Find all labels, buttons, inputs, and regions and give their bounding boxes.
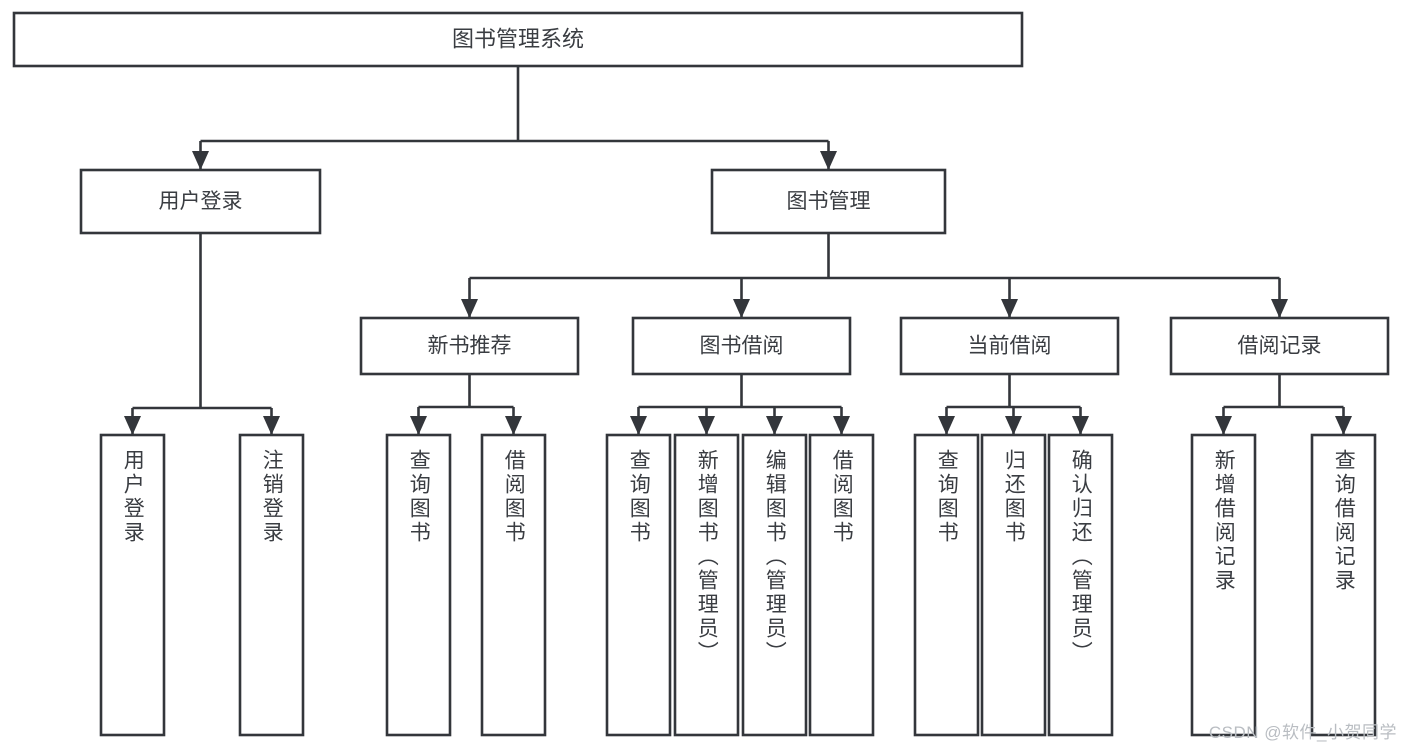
conn-l3-1-2-arrow-1 (1005, 416, 1022, 435)
node-box-用户登录-l2-0[interactable] (79, 168, 322, 235)
conn-l3-1-1-arrow-3 (833, 416, 850, 435)
node-box-layer (12, 11, 1390, 737)
node-label-用户登录-l2-0: 用户登录 (159, 190, 243, 213)
node-box-借阅图书-leaf-1-0-1[interactable] (480, 433, 547, 737)
node-box-图书管理-l2-1[interactable] (710, 168, 947, 235)
node-label-当前借阅-l3-1-2: 当前借阅 (968, 335, 1052, 358)
node-box-确认归还管理员-leaf-1-2-2[interactable] (1047, 433, 1114, 737)
conn-l3-1-3-arrow-0 (1215, 416, 1232, 435)
node-label-图书借阅-l3-1-1: 图书借阅 (700, 335, 784, 358)
conn-root-arrow-1 (820, 151, 837, 170)
node-box-图书借阅-l3-1-1[interactable] (631, 316, 852, 376)
watermark-text: CSDN @软件_小贺同学 (1208, 723, 1397, 742)
conn-l3-1-1-arrow-1 (698, 416, 715, 435)
connector-layer (124, 66, 1352, 435)
node-box-查询图书-leaf-1-2-0[interactable] (913, 433, 980, 737)
conn-l2-1-arrow-0 (461, 299, 478, 318)
node-box-新书推荐-l3-1-0[interactable] (359, 316, 580, 376)
node-label-新书推荐-l3-1-0: 新书推荐 (428, 335, 512, 358)
node-box-当前借阅-l3-1-2[interactable] (899, 316, 1120, 376)
node-box-注销登录-l3-0-1[interactable] (238, 433, 305, 737)
conn-l3-1-3-arrow-1 (1335, 416, 1352, 435)
conn-l3-1-1-arrow-2 (766, 416, 783, 435)
node-box-查询图书-leaf-1-0-0[interactable] (385, 433, 452, 737)
node-box-新增借阅记录-leaf-1-3-0[interactable] (1190, 433, 1257, 737)
node-box-借阅记录-l3-1-3[interactable] (1169, 316, 1390, 376)
conn-l2-1-arrow-2 (1001, 299, 1018, 318)
node-box-查询借阅记录-leaf-1-3-1[interactable] (1310, 433, 1377, 737)
node-box-查询图书-leaf-1-1-0[interactable] (605, 433, 672, 737)
node-box-借阅图书-leaf-1-1-3[interactable] (808, 433, 875, 737)
node-label-root: 图书管理系统 (452, 26, 584, 51)
node-box-编辑图书管理员-leaf-1-1-2[interactable] (741, 433, 808, 737)
conn-l2-0-arrow-1 (263, 416, 280, 435)
node-box-用户登录-l3-0-0[interactable] (99, 433, 166, 737)
conn-l3-1-0-arrow-1 (505, 416, 522, 435)
node-box-新增图书管理员-leaf-1-1-1[interactable] (673, 433, 740, 737)
conn-l3-1-0-arrow-0 (410, 416, 427, 435)
node-label-借阅记录-l3-1-3: 借阅记录 (1238, 335, 1322, 358)
conn-l3-1-1-arrow-0 (630, 416, 647, 435)
conn-l3-1-2-arrow-2 (1072, 416, 1089, 435)
conn-l2-1-arrow-3 (1271, 299, 1288, 318)
conn-l2-1-arrow-1 (733, 299, 750, 318)
node-box-归还图书-leaf-1-2-1[interactable] (980, 433, 1047, 737)
conn-root-arrow-0 (192, 151, 209, 170)
conn-l3-1-2-arrow-0 (938, 416, 955, 435)
node-box-root[interactable] (12, 11, 1024, 68)
conn-l2-0-arrow-0 (124, 416, 141, 435)
node-label-图书管理-l2-1: 图书管理 (787, 190, 871, 213)
